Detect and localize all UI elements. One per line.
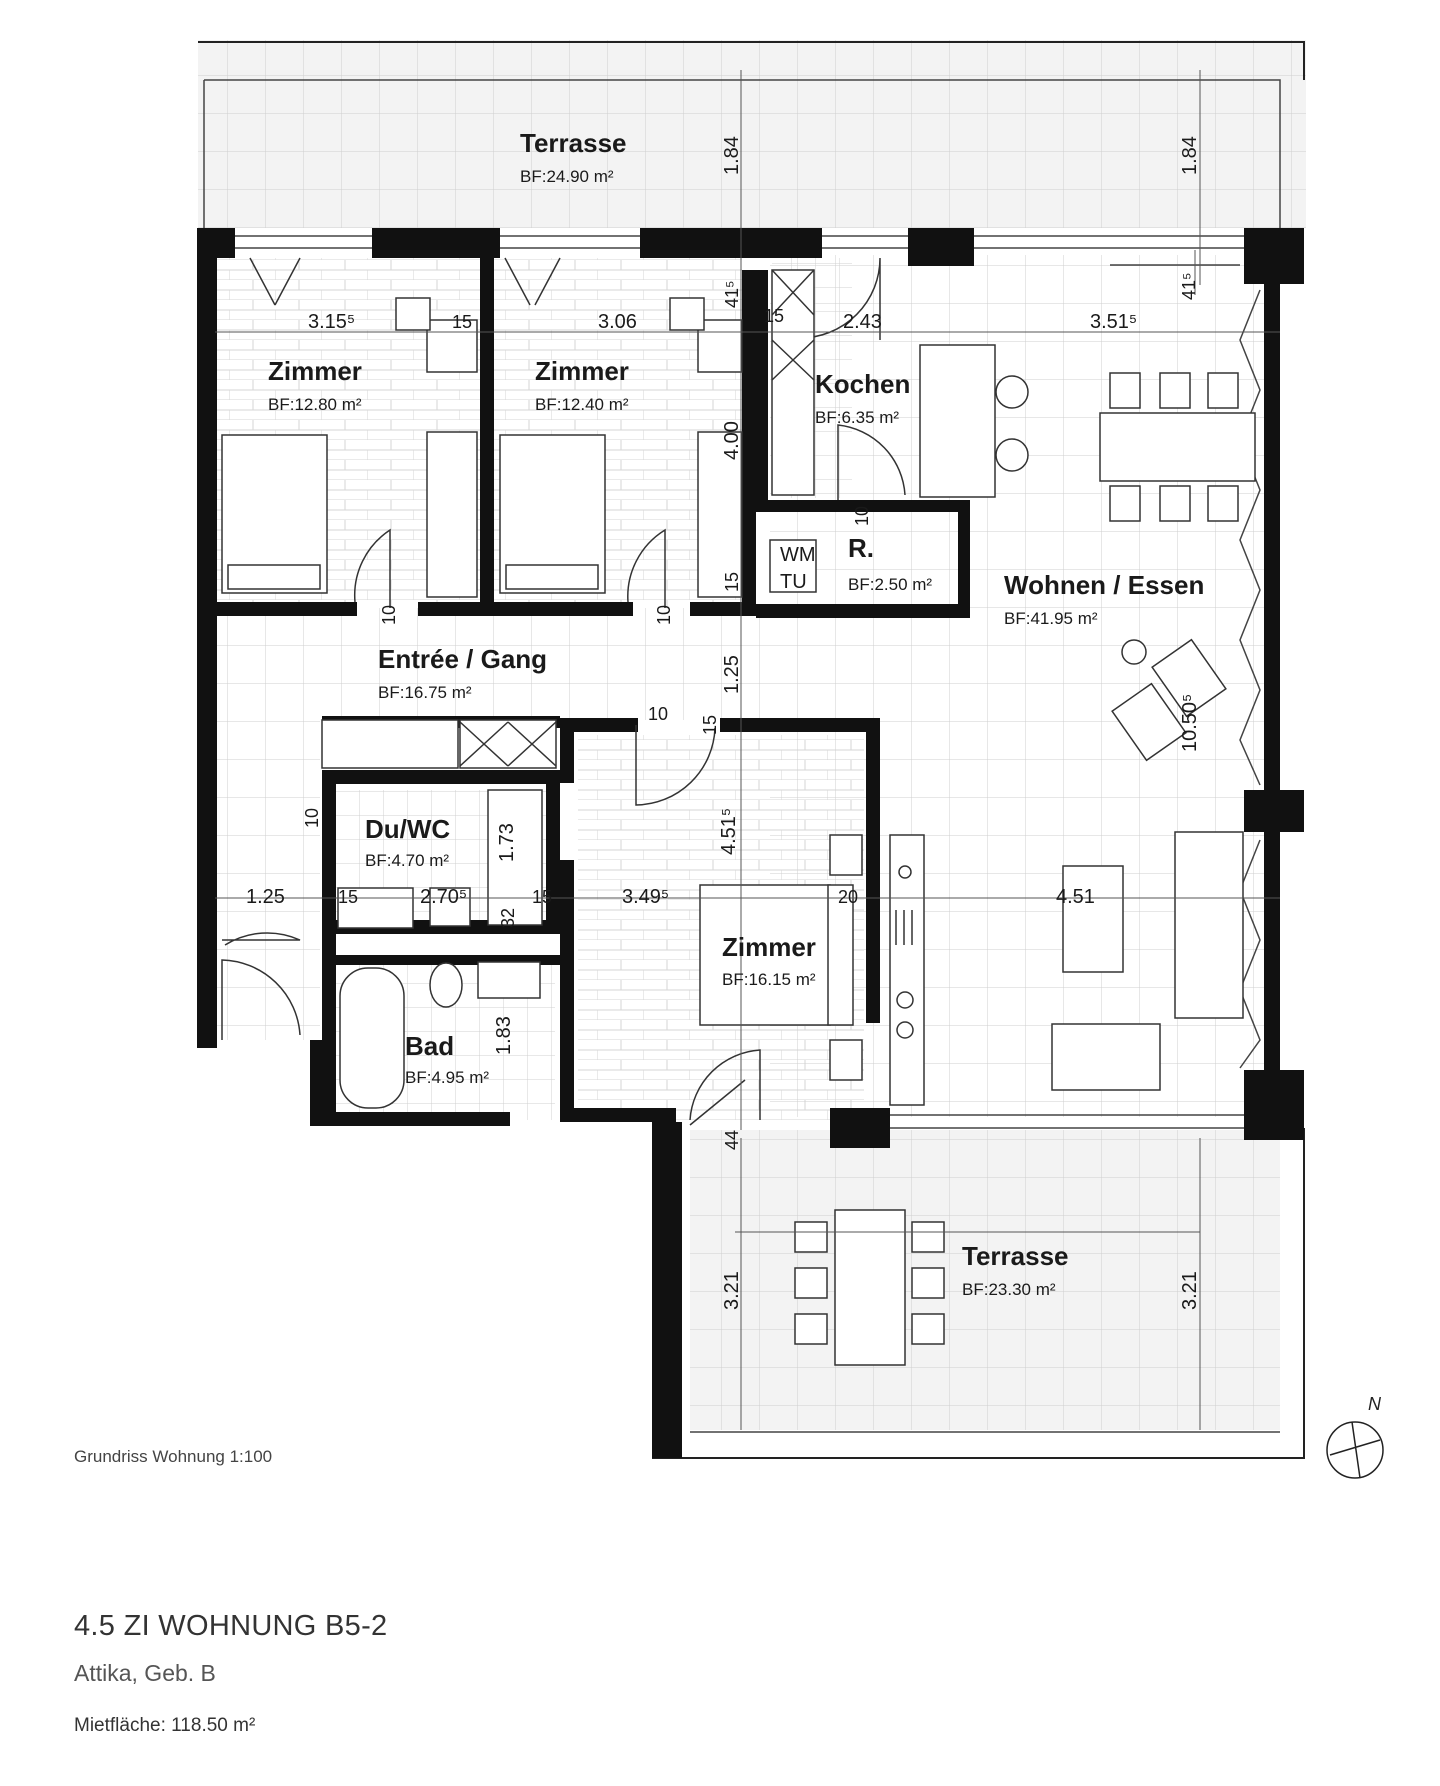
dimension-texts: 3.15⁵ 3.06 2.43 3.51⁵ 15 15 41⁵ 41⁵ 1.84…	[246, 136, 1201, 1310]
furniture	[221, 269, 1256, 1366]
room-area-terrace-bottom: BF:23.30 m²	[962, 1280, 1056, 1299]
room-area-storage: BF:2.50 m²	[848, 575, 932, 594]
room-name-storage: R.	[848, 533, 874, 563]
dim-32: 32	[498, 908, 518, 928]
room-name-living: Wohnen / Essen	[1004, 570, 1204, 600]
dim-3495: 3.49⁵	[622, 886, 669, 908]
terrace-top	[198, 40, 1306, 228]
walls	[197, 228, 1304, 1458]
dim-15b: 15	[764, 306, 784, 326]
room-name-bedroom-2: Zimmer	[535, 356, 629, 386]
room-area-hallway: BF:16.75 m²	[378, 683, 472, 702]
room-name-terrace-bottom: Terrasse	[962, 1241, 1069, 1271]
apartment-title: 4.5 ZI WOHNUNG B5-2	[74, 1610, 388, 1642]
dim-10b: 10	[654, 605, 674, 625]
rental-area: Mietfläche: 118.50 m²	[74, 1715, 256, 1736]
room-name-hallway: Entrée / Gang	[378, 644, 547, 674]
room-name-bedroom-1: Zimmer	[268, 356, 362, 386]
dim-44: 44	[722, 1130, 742, 1150]
dim-20: 20	[838, 887, 858, 907]
dim-125h: 1.25	[246, 886, 285, 908]
dim-15a: 15	[452, 312, 472, 332]
dim-1050: 10.50⁵	[1179, 694, 1201, 752]
windows	[235, 235, 1261, 1129]
dim-321a: 3.21	[721, 1271, 743, 1310]
dim-125v: 1.25	[721, 655, 743, 694]
dim-451v: 4.51⁵	[718, 808, 740, 855]
dim-315: 3.15⁵	[308, 311, 355, 333]
dim-15f: 15	[532, 887, 552, 907]
room-name-kitchen: Kochen	[815, 369, 910, 399]
dim-3515: 3.51⁵	[1090, 311, 1137, 333]
room-name-shower: Du/WC	[365, 814, 450, 844]
dim-41b: 41⁵	[1179, 273, 1199, 300]
room-name-bath: Bad	[405, 1031, 454, 1061]
room-area-bedroom-2: BF:12.40 m²	[535, 395, 629, 414]
room-area-terrace-top: BF:24.90 m²	[520, 167, 614, 186]
north-arrow: N	[1326, 1394, 1384, 1479]
dim-10d: 10	[302, 808, 322, 828]
dim-10e: 10	[648, 704, 668, 724]
dimension-lines	[215, 70, 1280, 1430]
apartment-subtitle: Attika, Geb. B	[74, 1660, 216, 1686]
dim-321b: 3.21	[1179, 1271, 1201, 1310]
north-label: N	[1368, 1394, 1382, 1414]
dim-15d: 15	[700, 715, 720, 735]
terrace-bottom	[652, 1128, 1305, 1459]
plan-caption: Grundriss Wohnung 1:100	[74, 1447, 273, 1466]
dim-451h: 4.51	[1056, 886, 1095, 908]
dim-10c: 10	[852, 506, 872, 526]
dim-183: 1.83	[493, 1016, 515, 1055]
dryer-label: TU	[780, 571, 807, 593]
room-area-bedroom-3: BF:16.15 m²	[722, 970, 816, 989]
room-area-shower: BF:4.70 m²	[365, 851, 449, 870]
room-name-bedroom-3: Zimmer	[722, 932, 816, 962]
room-area-kitchen: BF:6.35 m²	[815, 408, 899, 427]
dim-15e: 15	[338, 887, 358, 907]
room-area-bath: BF:4.95 m²	[405, 1068, 489, 1087]
washer-label: WM	[780, 544, 816, 566]
floor-plan: Terrasse BF:24.90 m² Zimmer BF:12.80 m² …	[197, 40, 1384, 1479]
dim-173: 1.73	[496, 823, 518, 862]
room-name-terrace-top: Terrasse	[520, 128, 627, 158]
dim-184b: 1.84	[1179, 136, 1201, 175]
dim-306: 3.06	[598, 311, 637, 333]
room-labels: Terrasse BF:24.90 m² Zimmer BF:12.80 m² …	[268, 128, 1204, 1299]
dim-243: 2.43	[843, 311, 882, 333]
dim-400: 4.00	[721, 421, 743, 460]
doors	[221, 257, 906, 1126]
dim-184a: 1.84	[721, 136, 743, 175]
dim-2705: 2.70⁵	[420, 886, 467, 908]
dim-10a: 10	[379, 605, 399, 625]
dim-15c: 15	[722, 572, 742, 592]
dim-41a: 41⁵	[722, 281, 742, 308]
room-area-living: BF:41.95 m²	[1004, 609, 1098, 628]
room-area-bedroom-1: BF:12.80 m²	[268, 395, 362, 414]
